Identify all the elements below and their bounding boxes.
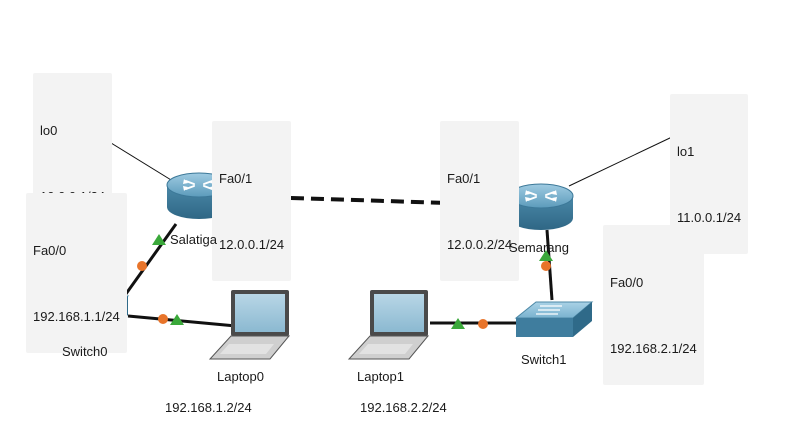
- link-salatiga-switch0: [116, 223, 178, 306]
- note-semarang-fa00: Fa0/0 192.168.2.1/24: [603, 225, 704, 385]
- router-semarang-label: Semarang: [509, 240, 569, 255]
- note-ip: 12.0.0.1/24: [219, 237, 285, 252]
- router-semarang-icon[interactable]: [508, 183, 574, 230]
- laptop1-icon[interactable]: [347, 290, 430, 360]
- switch0-label: Switch0: [62, 344, 108, 359]
- note-ip: 192.168.1.1/24: [33, 309, 120, 324]
- link-up-indicator: [451, 318, 465, 329]
- note-ip: 192.168.2.1/24: [610, 341, 697, 356]
- note-ip: 11.0.0.1/24: [677, 210, 742, 225]
- laptop0-label: Laptop0: [217, 369, 264, 384]
- note-ip: 12.0.0.2/24: [447, 237, 513, 252]
- laptop1-label: Laptop1: [357, 369, 404, 384]
- link-up-indicator: [170, 314, 184, 325]
- laptop1-ip: 192.168.2.2/24: [360, 400, 447, 415]
- note-semarang-fa01: Fa0/1 12.0.0.2/24: [440, 121, 520, 281]
- note-salatiga-fa01: Fa0/1 12.0.0.1/24: [212, 121, 292, 281]
- switch1-icon[interactable]: [514, 301, 594, 337]
- note-iface: Fa0/0: [610, 275, 644, 290]
- note-iface: Fa0/0: [33, 243, 67, 258]
- laptop0-icon[interactable]: [208, 290, 291, 360]
- link-pending-indicator: [541, 261, 551, 271]
- link-up-indicator: [152, 234, 166, 245]
- router-salatiga-label: Salatiga: [170, 232, 217, 247]
- link-switch0-laptop0: [127, 314, 237, 328]
- switch1-label: Switch1: [521, 352, 567, 367]
- note-iface: lo0: [40, 123, 58, 138]
- laptop0-ip: 192.168.1.2/24: [165, 400, 252, 415]
- lo1-leader-line: [568, 136, 673, 187]
- link-pending-indicator: [478, 319, 488, 329]
- link-up-indicator: [539, 250, 553, 261]
- note-salatiga-fa00: Fa0/0 192.168.1.1/24: [26, 193, 127, 353]
- note-iface: lo1: [677, 144, 695, 159]
- link-pending-indicator: [158, 314, 168, 324]
- note-iface: Fa0/1: [447, 171, 481, 186]
- note-iface: Fa0/1: [219, 171, 253, 186]
- link-pending-indicator: [137, 261, 147, 271]
